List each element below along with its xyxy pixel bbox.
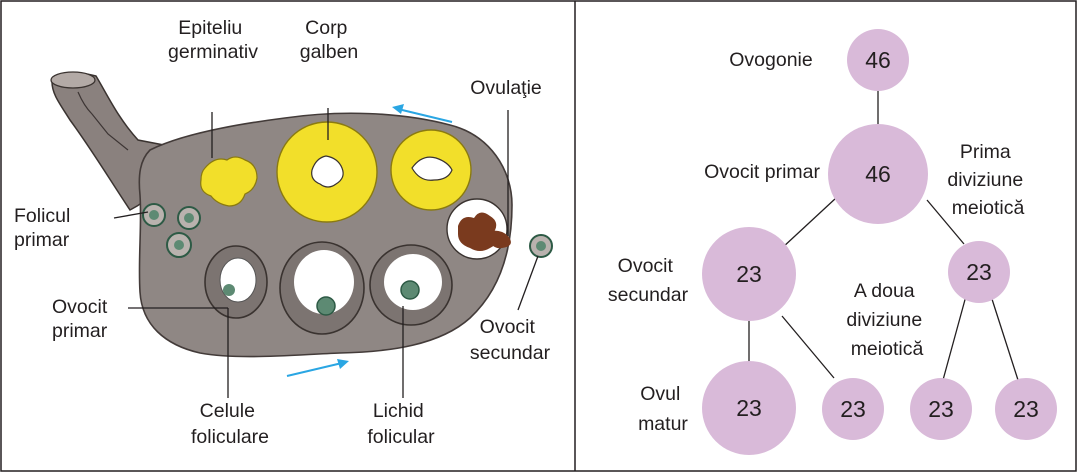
primordial-oocyte-2: [184, 213, 194, 223]
mature-follicle-oocyte: [401, 281, 419, 299]
ligament-end: [51, 72, 95, 88]
growing-follicle-oocyte: [223, 284, 235, 296]
label-ovulatie: Ovulaţie: [470, 77, 542, 99]
primordial-oocyte-1: [149, 210, 159, 220]
node-polar-body-3-value: 23: [928, 396, 954, 422]
node-polar-body-2-value: 23: [840, 396, 866, 422]
label-a-doua-diviziune: A doua diviziune meiotică: [846, 280, 927, 360]
node-ovocit-primar-value: 46: [865, 161, 891, 187]
node-ovogonie-value: 46: [865, 47, 891, 73]
label-tree-ovocit-primar: Ovocit primar: [704, 161, 820, 183]
released-oocyte-nucleus: [536, 241, 546, 251]
label-ovogonie: Ovogonie: [729, 49, 812, 71]
node-ovul-matur-value: 23: [736, 395, 762, 421]
node-polar-body-4-value: 23: [1013, 396, 1039, 422]
node-polar-body-1-value: 23: [966, 259, 992, 285]
growing-follicle-cavity: [220, 258, 256, 302]
primordial-oocyte-3: [174, 240, 184, 250]
node-ovocit-secundar-value: 23: [736, 261, 762, 287]
antral-follicle-oocyte: [317, 297, 335, 315]
